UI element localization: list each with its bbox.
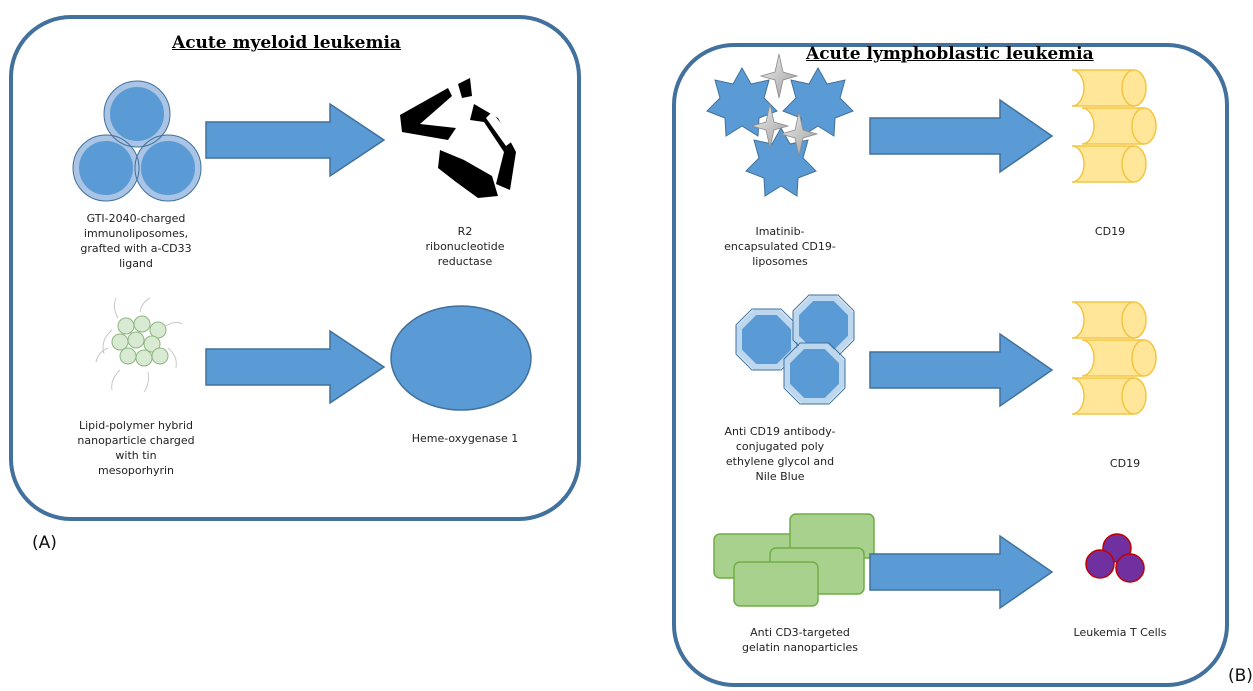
heme-oxygenase-icon [390,305,532,411]
panel-b-frame [672,43,1229,687]
arrow-b3 [869,534,1054,610]
immunoliposome-cluster-icon [73,81,201,201]
arrow-b1 [869,98,1054,174]
panel-a-frame [9,15,581,521]
caption-b3-target: Leukemia T Cells [1073,626,1167,639]
caption-b2-source: Anti CD19 antibody- conjugated poly ethy… [724,425,836,483]
gelatin-nanoparticle-icon [713,513,875,607]
leukemia-t-cells-icon [1085,533,1145,583]
cd19-receptor-icon-2 [1071,301,1157,415]
caption-b1-source: Imatinib- encapsulated CD19- liposomes [724,225,836,268]
caption-a1-source: GTI-2040-charged immunoliposomes, grafte… [80,212,192,270]
anti-cd19-conjugate-icon [735,294,855,405]
cd19-receptor-icon-1 [1071,69,1157,183]
panel-b-label: (B) [1228,666,1253,686]
caption-a2-target: Heme-oxygenase 1 [411,432,519,445]
arrow-b2 [869,332,1054,408]
lipid-polymer-nanoparticle-icon [95,297,183,393]
ribonucleotide-reductase-icon [400,78,516,198]
caption-a2-source: Lipid-polymer hybrid nanoparticle charge… [77,419,195,477]
arrow-a1 [205,102,386,178]
caption-a1-target: R2 ribonucleotide reductase [425,225,505,268]
caption-b3-source: Anti CD3-targeted gelatin nanoparticles [741,626,858,654]
panel-a-label: (A) [32,533,57,553]
panel-a-title: Acute myeloid leukemia [172,33,401,53]
caption-b2-target: CD19 [1109,457,1141,470]
panel-b-title: Acute lymphoblastic leukemia [806,44,1094,64]
caption-b1-target: CD19 [1094,225,1126,238]
arrow-a2 [205,329,386,405]
